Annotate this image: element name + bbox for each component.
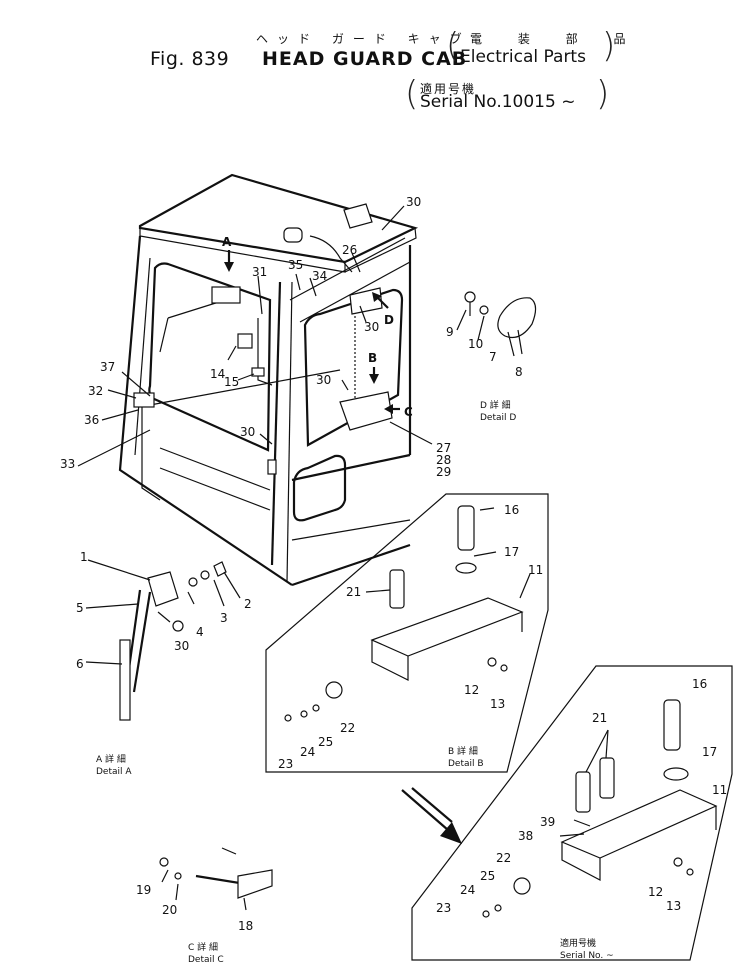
detail-a-jp: A 詳 細 [96, 753, 126, 765]
callout-11: 11 [528, 563, 543, 577]
callout-12: 12 [648, 885, 663, 899]
callout-13: 13 [666, 899, 681, 913]
callout-28: 28 [436, 453, 451, 467]
detail-b-jp: B 詳 細 [448, 745, 478, 757]
callout-38: 38 [518, 829, 533, 843]
callout-37: 37 [100, 360, 115, 374]
callout-30: 30 [406, 195, 421, 209]
cab-leaders [77, 205, 433, 467]
callout-30: 30 [240, 425, 255, 439]
callout-12: 12 [464, 683, 479, 697]
callout-19: 19 [136, 883, 151, 897]
detail-d-en: Detail D [480, 413, 516, 423]
callout-25: 25 [318, 735, 333, 749]
serial-open-paren: ( [405, 74, 419, 114]
callout-29: 29 [436, 465, 451, 479]
detail-a-drawing: A 詳 細 Detail A [85, 559, 241, 777]
serial-english: Serial No.10015 ~ [420, 92, 576, 112]
callout-35: 35 [288, 258, 303, 272]
arrow-a-label: A [222, 235, 232, 249]
callout-labels: 30 26 31 35 34 30 9 10 7 8 37 32 36 14 1… [60, 195, 727, 933]
callout-21: 21 [592, 711, 607, 725]
arrow-c-label: C [404, 405, 413, 419]
callout-4: 4 [196, 625, 204, 639]
callout-31: 31 [252, 265, 267, 279]
callout-16: 16 [504, 503, 519, 517]
callout-7: 7 [489, 350, 497, 364]
callout-23: 23 [436, 901, 451, 915]
detail-a-en: Detail A [96, 767, 132, 777]
callout-24: 24 [460, 883, 475, 897]
callout-30: 30 [174, 639, 189, 653]
callout-21: 21 [346, 585, 361, 599]
cab-drawing [118, 173, 419, 587]
callout-15: 15 [224, 375, 239, 389]
callout-2: 2 [244, 597, 252, 611]
callout-32: 32 [88, 384, 103, 398]
detail-arrows: A B C D [222, 235, 413, 419]
serial-pointer-arrow [401, 787, 462, 844]
callout-16: 16 [692, 677, 707, 691]
callout-1: 1 [80, 550, 88, 564]
callout-17: 17 [504, 545, 519, 559]
callout-5: 5 [76, 601, 84, 615]
detail-b-en: Detail B [448, 759, 484, 769]
callout-13: 13 [490, 697, 505, 711]
callout-36: 36 [84, 413, 99, 427]
serial-small-en: Serial No. ~ [560, 951, 614, 961]
callout-30: 30 [364, 320, 379, 334]
serial-variant-drawing: 適用号機 Serial No. ~ [411, 665, 733, 961]
detail-c-en: Detail C [188, 955, 224, 965]
arrow-b-label: B [368, 351, 377, 365]
callout-33: 33 [60, 457, 75, 471]
figure-number: Fig. 839 [150, 48, 230, 70]
parts-open-paren: ( [446, 26, 460, 66]
callout-22: 22 [340, 721, 355, 735]
callout-27: 27 [436, 441, 451, 455]
callout-24: 24 [300, 745, 315, 759]
callout-26: 26 [342, 243, 357, 257]
parts-english: Electrical Parts [460, 47, 586, 67]
callout-17: 17 [702, 745, 717, 759]
callout-6: 6 [76, 657, 84, 671]
callout-10: 10 [468, 337, 483, 351]
callout-25: 25 [480, 869, 495, 883]
serial-small-jp: 適用号機 [560, 937, 596, 949]
callout-22: 22 [496, 851, 511, 865]
title-japanese: ヘッド ガード キャブ [256, 32, 471, 46]
callout-30: 30 [316, 373, 331, 387]
callout-14: 14 [210, 367, 225, 381]
callout-20: 20 [162, 903, 177, 917]
page-title: HEAD GUARD CAB [262, 48, 468, 70]
callout-34: 34 [312, 269, 327, 283]
callout-3: 3 [220, 611, 228, 625]
serial-close-paren: ) [596, 74, 610, 114]
callout-11: 11 [712, 783, 727, 797]
arrow-d-label: D [384, 313, 394, 327]
parts-japanese: 電 装 部 品 [470, 32, 642, 46]
detail-b-drawing: B 詳 細 Detail B [265, 493, 549, 773]
callout-18: 18 [238, 919, 253, 933]
parts-close-paren: ) [602, 26, 616, 66]
detail-c-drawing: C 詳 細 Detail C [159, 847, 273, 965]
serial-japanese: 適用号機 [420, 82, 477, 96]
callout-9: 9 [446, 325, 454, 339]
detail-d-drawing: D 詳 細 Detail D [456, 291, 537, 423]
detail-d-jp: D 詳 細 [480, 399, 511, 411]
detail-c-jp: C 詳 細 [188, 941, 218, 953]
callout-8: 8 [515, 365, 523, 379]
callout-39: 39 [540, 815, 555, 829]
callout-23: 23 [278, 757, 293, 771]
